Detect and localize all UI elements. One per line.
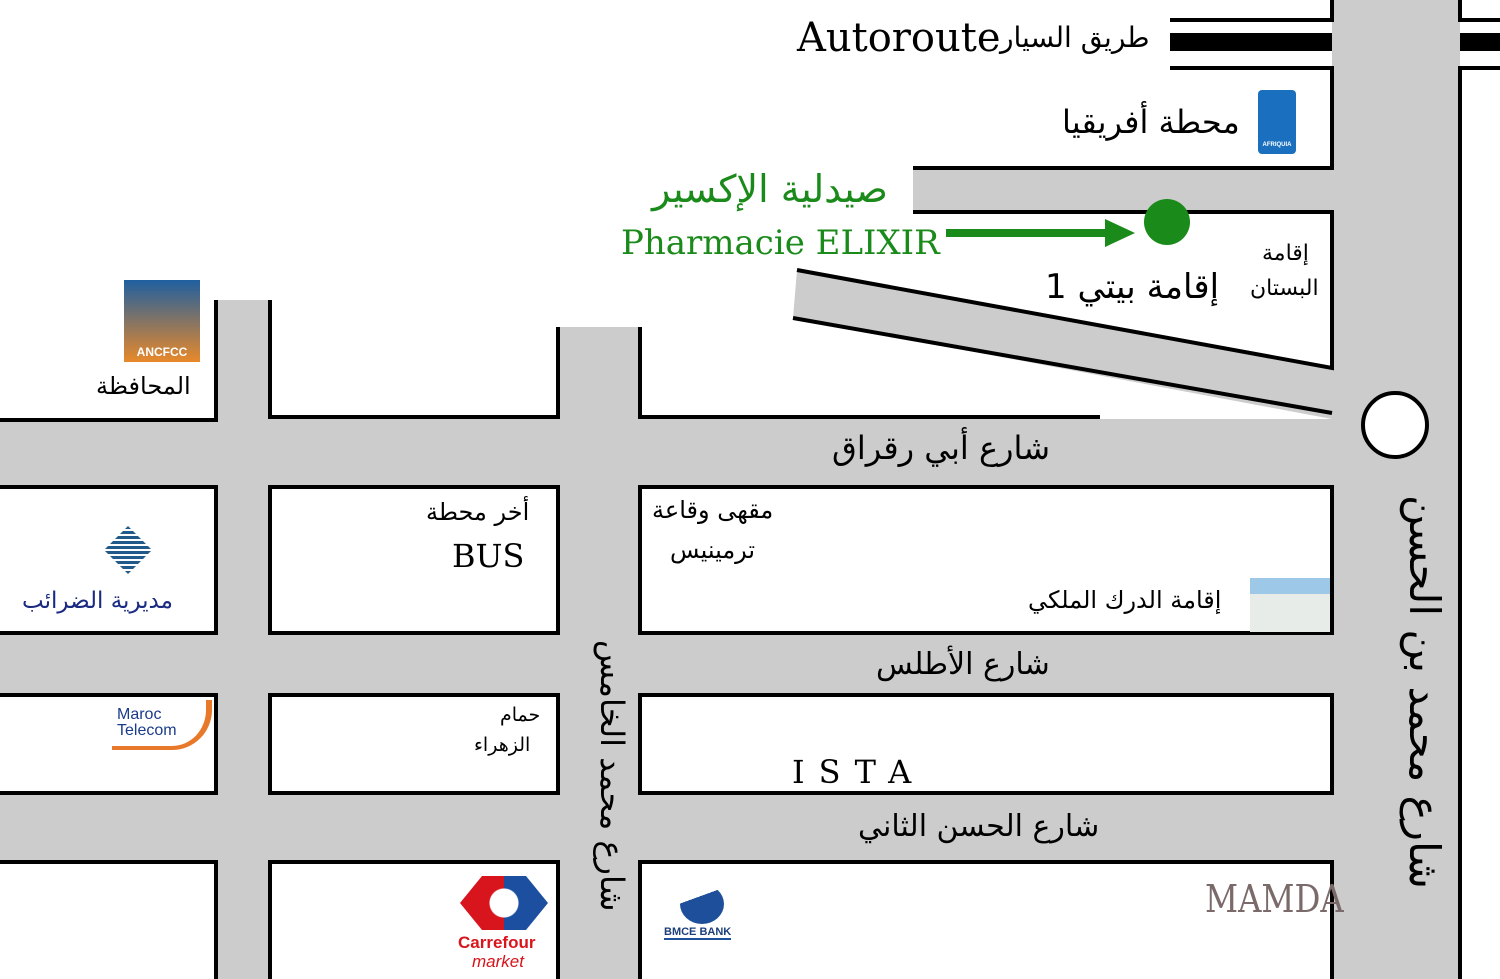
street-abi-raqraq: شارع أبي رقراق: [832, 429, 1051, 467]
bus-label-line2: BUS: [452, 537, 525, 575]
roads: [0, 0, 1460, 979]
carrefour-label: Carrefour: [458, 933, 536, 952]
building-photo: [1250, 578, 1330, 632]
street-hassan2: شارع الحسن الثاني: [858, 809, 1100, 844]
street-mohammed5: شارع محمد الخامس: [593, 640, 631, 912]
ista-label: ISTA: [792, 753, 926, 791]
tax-office-label: مديرية الضرائب: [22, 588, 173, 614]
royal-gendarmerie-residence-label: إقامة الدرك الملكي: [1028, 586, 1222, 614]
afriquia-logo: AFRIQUIA: [1258, 90, 1296, 154]
ancfcc-logo-text: ANCFCC: [136, 345, 188, 359]
highway-bar: [1170, 33, 1332, 51]
bustan-label-line1: إقامة: [1262, 241, 1309, 266]
road-atlas: [0, 633, 1335, 695]
afriquia-station-label: محطة أفريقيا: [1062, 103, 1240, 141]
cafe-label-line2: ترمينيس: [670, 536, 756, 564]
hammam-label-line1: حمام: [500, 704, 541, 726]
hammam-label-line2: الزهراء: [474, 734, 531, 756]
road-hassan2: [0, 793, 1335, 862]
bmce-logo-icon: [680, 884, 724, 924]
road-diagonal: [793, 270, 1332, 419]
highway-label-ar: طريق السيار: [1000, 21, 1150, 54]
road-abi-raqraq: [0, 419, 1335, 487]
pharmacy-name-ar: صيدلية الإكسير: [652, 167, 888, 211]
pharmacy-location-marker: [1144, 199, 1190, 245]
mamda-label: MAMDA: [1205, 877, 1344, 921]
road-top: [913, 168, 1333, 212]
carrefour-market-label: market: [472, 952, 524, 971]
roundabout: [1361, 391, 1429, 459]
street-atlas: شارع الأطلس: [876, 647, 1050, 682]
maroc-telecom-logo-icon: [112, 700, 212, 750]
ancfcc-logo: ANCFCC: [124, 280, 200, 362]
road-side-left: [216, 300, 270, 979]
cafe-label-line1: مقهى وقاعة: [652, 496, 774, 524]
pharmacy-name-fr: Pharmacie ELIXIR: [621, 223, 940, 263]
bustan-label-line2: البستان: [1250, 276, 1319, 301]
highway-label-fr: Autoroute: [797, 15, 1001, 61]
ancfcc-label: المحافظة: [96, 372, 191, 400]
highway-bar-right: [1460, 33, 1500, 51]
bmce-bank-label: BMCE BANK: [664, 926, 732, 940]
direction-arrow-head: [1105, 219, 1135, 247]
road-mohammed-ben-hassan: [1332, 0, 1460, 979]
afriquia-logo-text: AFRIQUIA: [1262, 142, 1292, 148]
baiti-residence-label: إقامة بيتي 1: [1045, 267, 1220, 307]
bus-label-line1: أخر محطة: [426, 498, 530, 526]
street-mohammed-ben-hassan: شارع محمد بن الحسن: [1400, 495, 1449, 889]
road-mohammed5: [558, 327, 640, 979]
